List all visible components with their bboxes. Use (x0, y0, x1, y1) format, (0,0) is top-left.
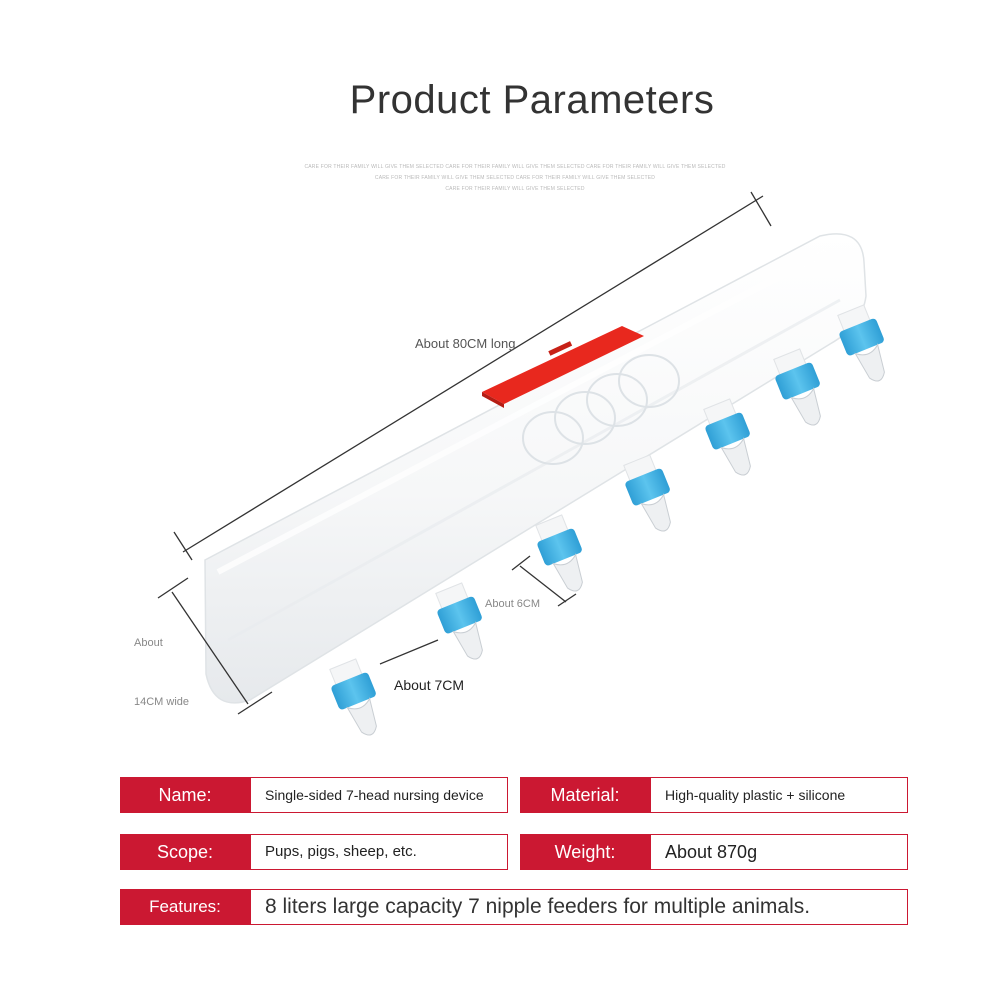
red-fill-lid (482, 326, 644, 408)
tagline-3: CARE FOR THEIR FAMILY WILL GIVE THEM SEL… (445, 186, 585, 192)
product-illustration (157, 191, 885, 736)
weight-label: Weight: (520, 834, 650, 870)
name-value: Single-sided 7-head nursing device (250, 777, 508, 813)
nipple-feeder (329, 658, 377, 736)
scope-value: Pups, pigs, sheep, etc. (250, 834, 508, 870)
spec-row-features: Features: 8 liters large capacity 7 nipp… (120, 889, 908, 925)
features-label: Features: (120, 889, 250, 925)
material-value: High-quality plastic + silicone (650, 777, 908, 813)
nipple-feeder (435, 582, 483, 660)
weight-value: About 870g (650, 834, 908, 870)
height-dimension-line (379, 639, 439, 665)
spec-row-material: Material: High-quality plastic + silicon… (520, 777, 908, 813)
width-label-line2: 14CM wide (134, 696, 190, 708)
nipple-feeders (329, 304, 885, 736)
width-dimension-line (157, 577, 273, 715)
nipple-feeder (535, 514, 583, 592)
feeder-body (204, 233, 867, 704)
width-label-line1: About (134, 637, 163, 649)
nipple-feeder (623, 454, 671, 532)
tagline-1: CARE FOR THEIR FAMILY WILL GIVE THEM SEL… (304, 164, 726, 170)
length-dimension-line (173, 191, 772, 561)
page-title: Product Parameters (349, 78, 715, 122)
spec-row-name: Name: Single-sided 7-head nursing device (120, 777, 508, 813)
embossed-rings (522, 354, 680, 465)
spec-row-scope: Scope: Pups, pigs, sheep, etc. (120, 834, 508, 870)
spacing-label: About 6CM (485, 598, 541, 610)
scope-label: Scope: (120, 834, 250, 870)
nipple-feeder (703, 398, 751, 476)
nipple-feeder (773, 348, 821, 426)
features-value: 8 liters large capacity 7 nipple feeders… (250, 889, 908, 925)
tagline-2: CARE FOR THEIR FAMILY WILL GIVE THEM SEL… (374, 175, 656, 181)
spec-row-weight: Weight: About 870g (520, 834, 908, 870)
name-label: Name: (120, 777, 250, 813)
spacing-dimension-line (511, 555, 577, 607)
material-label: Material: (520, 777, 650, 813)
height-label: About 7CM (394, 677, 465, 693)
nipple-feeder (837, 304, 885, 382)
length-label: About 80CM long (415, 336, 516, 351)
